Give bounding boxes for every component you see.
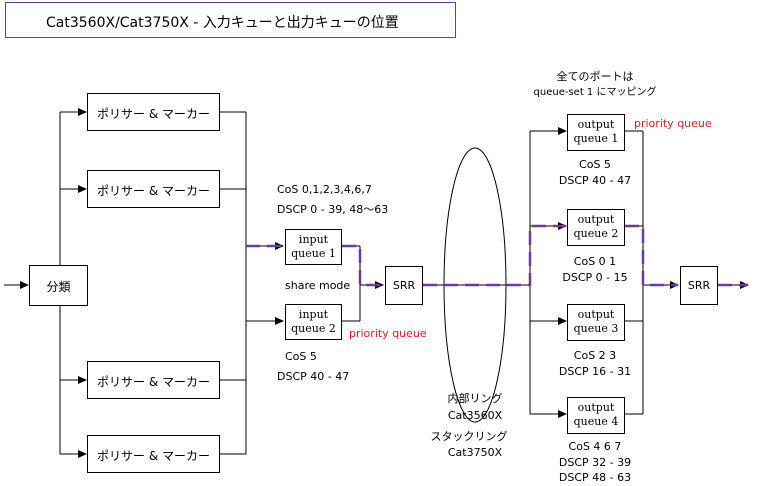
- srr-input-box: SRR: [385, 266, 423, 305]
- share-mode-label: share mode: [285, 279, 351, 292]
- policer-label: ポリサー & マーカー: [97, 375, 210, 389]
- classifier-box: 分類: [29, 265, 88, 306]
- policer-label: ポリサー & マーカー: [97, 449, 210, 463]
- input-cos-label: CoS 0,1,2,3,4,6,7: [277, 183, 372, 196]
- output-queue-1: output queue 1: [567, 114, 625, 151]
- classifier-label: 分類: [46, 280, 71, 294]
- stack-ring-label: スタックリング: [430, 430, 508, 443]
- policer-label: ポリサー & マーカー: [97, 184, 210, 198]
- input-queue-2: input queue 2: [285, 304, 342, 340]
- output-queue-3-line2: queue 3: [573, 322, 619, 335]
- srr-input-label: SRR: [392, 279, 416, 292]
- title-box: Cat3560X/Cat3750X - 入力キューと出力キューの位置: [5, 2, 456, 38]
- output-q1-cos: CoS 5: [579, 158, 611, 171]
- output-queue-3-line1: output: [577, 308, 615, 321]
- internal-ring-label: 内部リング: [447, 392, 503, 405]
- output-queue-1-line1: output: [577, 118, 615, 131]
- input-queue-2-line1: input: [298, 308, 329, 321]
- output-q4-cos: CoS 4 6 7: [568, 440, 622, 453]
- output-queue-4-line2: queue 4: [573, 415, 619, 428]
- output-q1-dscp: DSCP 40 - 47: [558, 174, 632, 187]
- output-queue-2-line1: output: [577, 213, 615, 226]
- output-queue-3: output queue 3: [567, 304, 625, 341]
- output-queue-1-line2: queue 1: [573, 132, 619, 145]
- input-queue-1-line2: queue 1: [291, 247, 336, 260]
- output-queue-4-line1: output: [577, 401, 615, 414]
- diagram-title: Cat3560X/Cat3750X - 入力キューと出力キューの位置: [46, 15, 399, 31]
- output-queue-4: output queue 4: [567, 397, 625, 434]
- input-dscp-label: DSCP 0 - 39, 48〜63: [277, 203, 389, 216]
- policer-label: ポリサー & マーカー: [97, 107, 210, 121]
- policer-box-2: ポリサー & マーカー: [87, 170, 220, 208]
- output-q4-dscp: DSCP 32 - 39: [558, 456, 632, 469]
- output-queue-2: output queue 2: [567, 209, 625, 246]
- policer-box-1: ポリサー & マーカー: [87, 93, 220, 131]
- input-queue-1: input queue 1: [285, 229, 342, 265]
- srr-output-box: SRR: [680, 266, 718, 305]
- input-q2-dscp-label: DSCP 40 - 47: [277, 370, 350, 383]
- input-queue-2-line2: queue 2: [291, 322, 336, 335]
- stack-ring-model: Cat3750X: [447, 446, 503, 459]
- srr-output-label: SRR: [687, 279, 711, 292]
- mapping-note-line2: queue-set 1 にマッピング: [533, 87, 657, 98]
- internal-ring-model: Cat3560X: [447, 409, 503, 422]
- input-q2-cos-label: CoS 5: [285, 350, 317, 363]
- output-q3-dscp: DSCP 16 - 31: [558, 365, 632, 378]
- output-q2-dscp: DSCP 0 - 15: [562, 271, 628, 284]
- mapping-note-line1: 全てのポートは: [556, 70, 634, 83]
- traffic-path: [246, 224, 748, 287]
- input-queue-1-line1: input: [298, 233, 329, 246]
- output-q3-cos: CoS 2 3: [573, 349, 617, 362]
- policer-box-3: ポリサー & マーカー: [87, 361, 220, 399]
- output-queue-2-line2: queue 2: [573, 227, 619, 240]
- output-priority-label: priority queue: [634, 117, 712, 130]
- policer-box-4: ポリサー & マーカー: [87, 435, 220, 473]
- output-q2-cos: CoS 0 1: [573, 255, 617, 268]
- input-priority-label: priority queue: [349, 327, 427, 340]
- output-q4-dscp2: DSCP 48 - 63: [558, 471, 632, 484]
